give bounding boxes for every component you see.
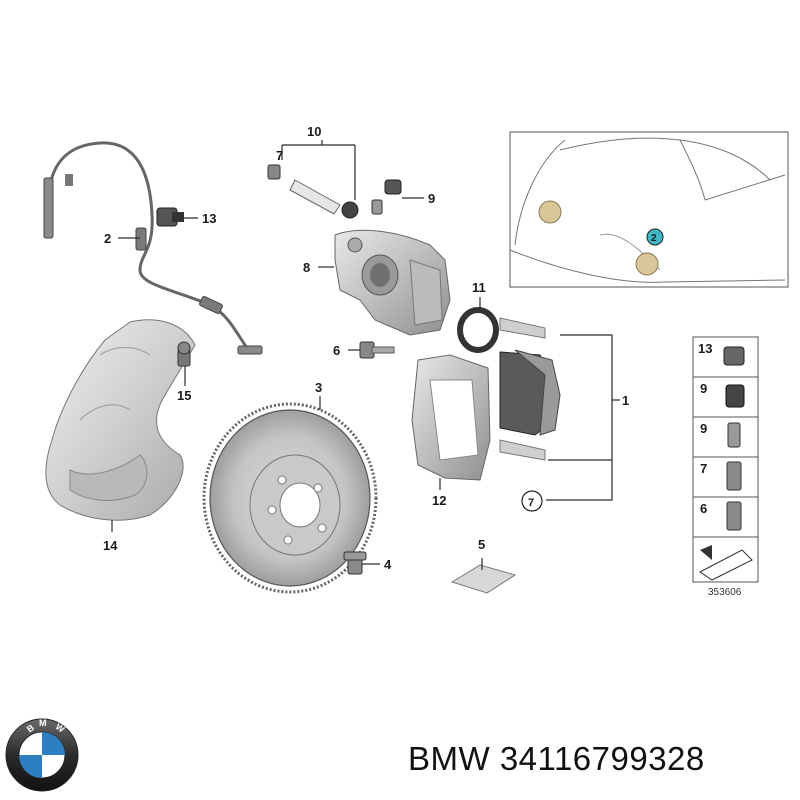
brake-pads-part xyxy=(499,317,561,461)
callout-6: 6 xyxy=(333,343,340,358)
diagram-number: 353606 xyxy=(708,587,742,598)
callout-1: 1 xyxy=(622,393,629,408)
legend-item-6: 6 xyxy=(700,501,707,516)
grease-packet-part xyxy=(450,564,517,594)
callout-2: 2 xyxy=(104,231,111,246)
callout-2-circle: 2 xyxy=(651,233,657,244)
wire-clip-part xyxy=(156,207,184,227)
legend-item-9a: 9 xyxy=(700,381,707,396)
legend-item-9b: 9 xyxy=(700,421,707,436)
callout-3: 3 xyxy=(315,380,322,395)
part-caption: BMW 34116799328 xyxy=(408,740,705,778)
repair-kit-ring-part xyxy=(457,307,499,353)
callout-7: 7 xyxy=(276,148,283,163)
disc-screw-part xyxy=(343,551,367,575)
brake-disc-part xyxy=(202,402,378,594)
svg-text:B: B xyxy=(25,722,36,734)
brake-caliper-part xyxy=(334,229,451,336)
brake-shield-part xyxy=(45,319,196,521)
legend-labels: 13 9 9 7 6 353606 xyxy=(698,341,742,598)
callout-15: 15 xyxy=(177,388,191,403)
guide-bolt-set-part xyxy=(267,164,402,219)
carrier-bolt-part xyxy=(359,341,395,359)
wear-sensor-wire xyxy=(43,141,263,355)
callout-11: 11 xyxy=(472,280,486,295)
callout-8: 8 xyxy=(303,260,310,275)
brand-name: BMW xyxy=(408,740,491,777)
callout-12: 12 xyxy=(432,493,446,508)
caliper-carrier-part xyxy=(411,354,491,481)
svg-text:M: M xyxy=(39,718,47,728)
part-number: 34116799328 xyxy=(499,740,705,777)
legend-item-13: 13 xyxy=(698,341,712,356)
bmw-logo-icon: B M W xyxy=(5,718,79,792)
callout-9: 9 xyxy=(428,191,435,206)
callout-4: 4 xyxy=(384,557,392,572)
parts-legend xyxy=(692,336,759,583)
shield-bolt-part xyxy=(177,341,191,367)
arrow-icon xyxy=(699,545,753,581)
callout-5: 5 xyxy=(478,537,485,552)
callout-7-circle: 7 xyxy=(528,497,534,509)
callout-13: 13 xyxy=(202,211,216,226)
callout-14: 14 xyxy=(103,538,118,553)
callout-10: 10 xyxy=(307,124,321,139)
legend-item-7: 7 xyxy=(700,461,707,476)
leader-lines xyxy=(111,140,620,570)
callout-labels: 2 13 15 14 3 4 8 10 7 9 6 11 12 5 1 7 2 xyxy=(103,124,657,572)
car-location-inset xyxy=(509,131,789,288)
